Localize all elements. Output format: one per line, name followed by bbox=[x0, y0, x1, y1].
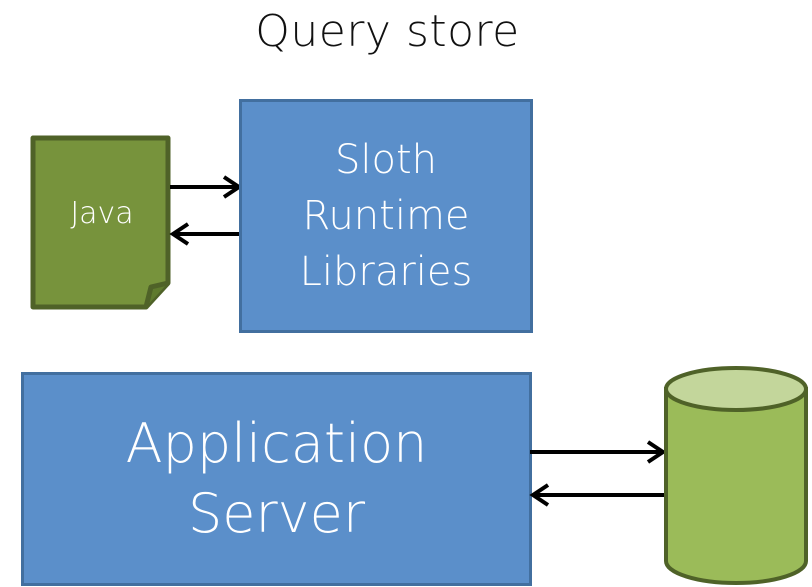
java-label: Java bbox=[70, 196, 134, 231]
runtime-line-1: Sloth bbox=[334, 137, 437, 183]
java-document-fold bbox=[143, 280, 169, 308]
arrow-runtime-to-java bbox=[169, 222, 242, 246]
arrow-server-to-database bbox=[530, 440, 667, 464]
database-icon bbox=[664, 366, 808, 585]
runtime-line-3: Libraries bbox=[299, 249, 473, 295]
runtime-line-2: Runtime bbox=[302, 193, 470, 239]
arrow-java-to-runtime bbox=[170, 175, 243, 199]
app-server-line-1: Application bbox=[125, 412, 428, 475]
database-body bbox=[664, 387, 808, 585]
database-top bbox=[664, 366, 808, 412]
java-document-icon bbox=[30, 135, 171, 310]
diagram-title: Query store bbox=[255, 6, 520, 57]
app-server-line-2: Server bbox=[187, 482, 366, 545]
sloth-runtime-libraries-box: Sloth Runtime Libraries bbox=[239, 99, 533, 333]
application-server-box: Application Server bbox=[21, 372, 532, 586]
arrow-database-to-server bbox=[529, 483, 666, 507]
